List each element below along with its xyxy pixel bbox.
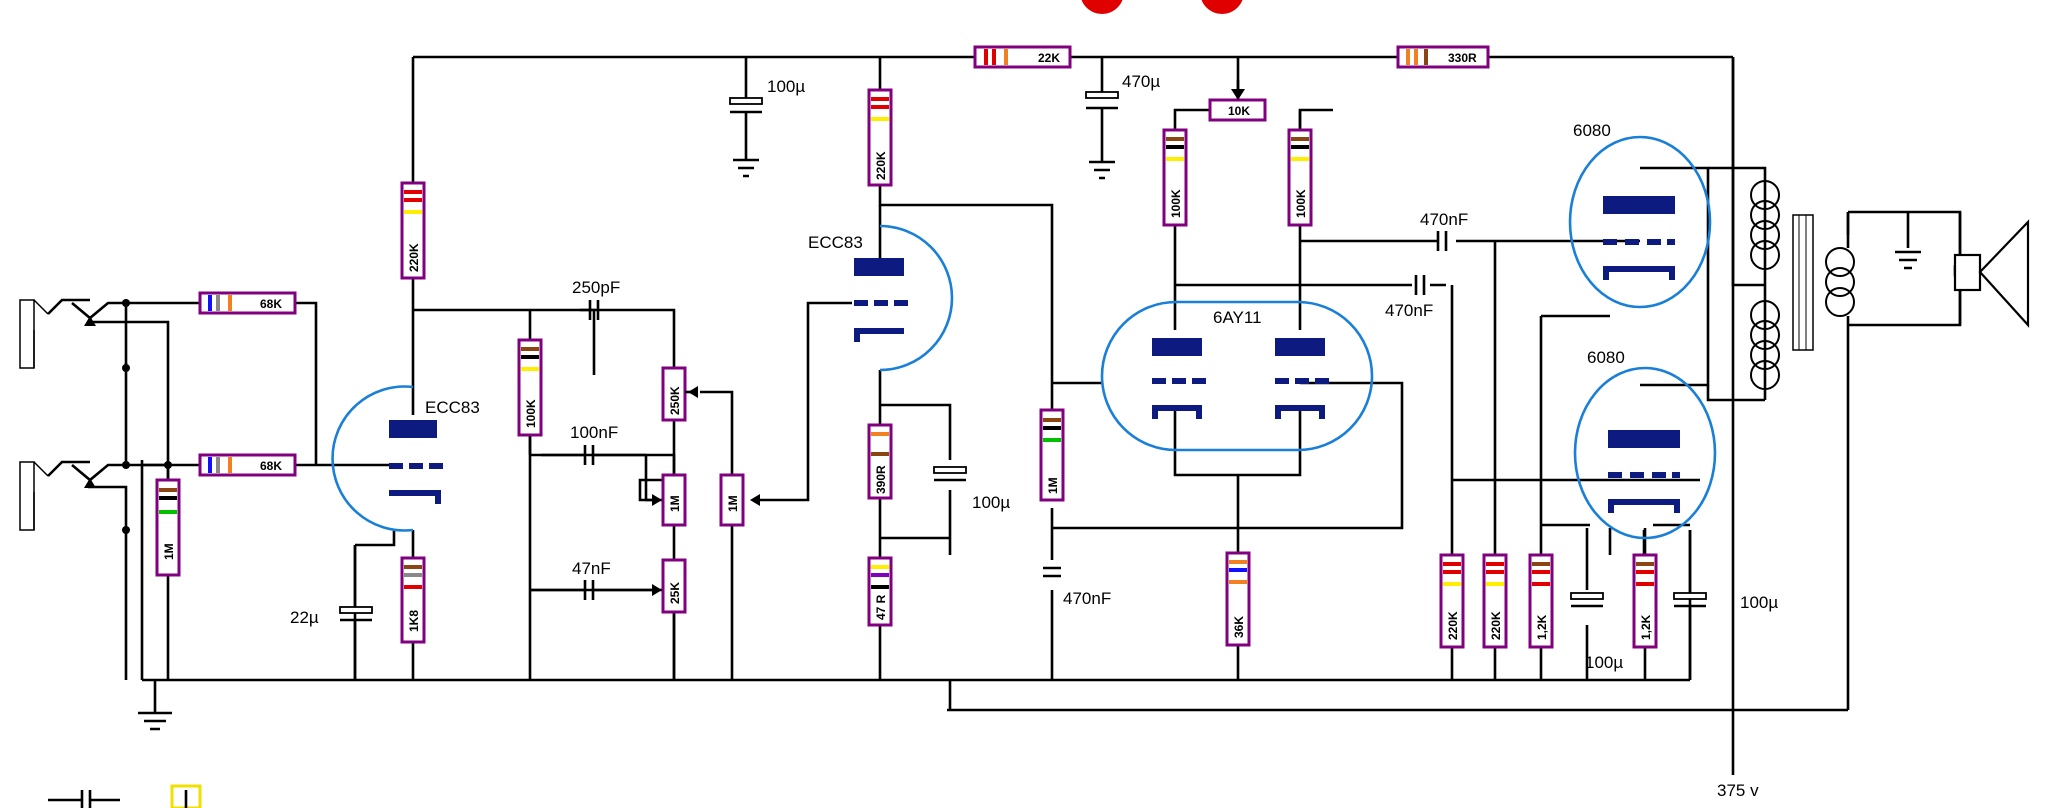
resistor-220k-v1: 220K: [400, 181, 426, 280]
resistor-100k-pi-b: 100K: [1287, 128, 1313, 227]
cap-470u-top: 470µ: [1085, 57, 1160, 180]
resistor-390r: 390R: [867, 423, 893, 500]
resistor-1m-pi-label: 1M: [1046, 477, 1060, 494]
tube-v3-label: 6AY11: [1213, 308, 1262, 327]
resistor-1k8-label: 1K8: [407, 610, 421, 632]
resistor-220k-v2-label: 220K: [874, 151, 888, 180]
resistor-100k-tone: 100K: [517, 338, 543, 437]
cap-47nf-label: 47nF: [572, 559, 611, 578]
resistor-100k-pi-b-label: 100K: [1294, 189, 1308, 218]
resistor-220k-v1-label: 220K: [407, 243, 421, 272]
cap-47nf: 47nF: [530, 559, 652, 600]
resistor-68k-2: 68K: [198, 453, 297, 477]
resistor-22k-label: 22K: [1038, 51, 1060, 65]
legend-capacitor-icon: [48, 790, 120, 808]
tube-v1: ECC83: [331, 385, 480, 532]
resistor-1k8: 1K8: [400, 556, 426, 644]
resistor-68k-1-label: 68K: [260, 297, 282, 311]
resistor-220k-grid-a: 220K: [1439, 553, 1465, 649]
resistor-330r: 330R: [1396, 45, 1490, 69]
cap-100u-bias-a: 100µ: [1570, 592, 1623, 672]
ground-main-icon: [138, 680, 172, 731]
pot-250k: 250K: [661, 366, 698, 422]
resistor-1m-input: 1M: [155, 478, 181, 577]
cap-100u-top: 100µ: [729, 57, 805, 178]
speaker-icon: [1953, 212, 2030, 328]
cap-100u-v2: 100µ: [933, 466, 1010, 512]
resistor-1-2k-a-label: 1,2K: [1535, 614, 1549, 640]
cap-100nf-label: 100nF: [570, 423, 618, 442]
tube-v4: 6080: [1568, 121, 1712, 309]
pot-1m-a-label: 1M: [668, 495, 682, 512]
resistor-1m-input-label: 1M: [162, 543, 176, 560]
cap-470nf-out-a: 470nF: [1420, 210, 1468, 251]
tube-v2: ECC83: [808, 224, 954, 372]
pot-250k-label: 250K: [668, 386, 682, 415]
cap-470nf-out-a-label: 470nF: [1420, 210, 1468, 229]
pot-1m-a: 1M: [644, 455, 687, 527]
cap-100u-top-label: 100µ: [767, 77, 805, 96]
resistor-220k-grid-a-label: 220K: [1446, 611, 1460, 640]
cap-470nf-pi: 470nF: [1043, 566, 1111, 608]
resistor-68k-2-label: 68K: [260, 459, 282, 473]
resistor-100k-tone-label: 100K: [524, 399, 538, 428]
resistor-68k-1: 68K: [198, 291, 297, 315]
tube-v1-label: ECC83: [425, 398, 480, 417]
legend-resistor-icon: [170, 784, 202, 808]
resistor-220k-grid-b: 220K: [1482, 553, 1508, 649]
cap-470u-top-label: 470µ: [1122, 72, 1160, 91]
cap-100u-v2-label: 100µ: [972, 493, 1010, 512]
supply-voltage-label: 375 v: [1717, 781, 1759, 800]
wires: [71, 55, 1980, 775]
red-mark-right: [1201, 0, 1243, 14]
resistor-100k-pi-a: 100K: [1162, 128, 1188, 227]
ground-ot-icon: [1895, 250, 1921, 270]
cap-250pf-label: 250pF: [572, 278, 620, 297]
resistor-220k-grid-b-label: 220K: [1489, 611, 1503, 640]
cap-100u-bias-a-label: 100µ: [1585, 653, 1623, 672]
pot-1m-b-label: 1M: [726, 495, 740, 512]
pot-25k-label: 25K: [668, 582, 682, 604]
pot-10k-label: 10K: [1228, 104, 1250, 118]
tube-v4-label: 6080: [1573, 121, 1611, 140]
cap-100u-bias-b-label: 100µ: [1740, 593, 1778, 612]
resistor-330r-label: 330R: [1448, 51, 1477, 65]
junction-dots: [122, 299, 172, 534]
resistor-47r-label: 47 R: [874, 594, 888, 620]
resistor-1-2k-a: 1,2K: [1528, 553, 1554, 649]
resistor-36k-label: 36K: [1232, 616, 1246, 638]
tube-v2-label: ECC83: [808, 233, 863, 252]
resistor-1m-pi: 1M: [1039, 408, 1065, 502]
resistor-1-2k-b: 1,2K: [1632, 553, 1658, 649]
cap-470nf-pi-label: 470nF: [1063, 589, 1111, 608]
cap-100u-bias-b: 100µ: [1673, 530, 1778, 680]
resistor-220k-v2: 220K: [867, 88, 893, 187]
pot-25k: 25K: [652, 558, 687, 614]
input-jack-1: [19, 298, 96, 369]
cap-22u-label: 22µ: [290, 608, 319, 627]
resistor-390r-label: 390R: [874, 465, 888, 494]
resistor-22k: 22K: [973, 45, 1072, 69]
resistor-47r: 47 R: [867, 556, 893, 627]
tube-v5-label: 6080: [1587, 348, 1625, 367]
resistor-36k: 36K: [1225, 551, 1251, 647]
output-transformer: [1750, 180, 1855, 390]
cap-470nf-out-b: 470nF: [1385, 275, 1433, 320]
cap-470nf-out-b-label: 470nF: [1385, 301, 1433, 320]
cap-250pf: 250pF: [572, 278, 620, 320]
tube-v3: 6AY11: [1100, 300, 1374, 452]
tube-v5: 6080: [1573, 348, 1717, 540]
resistor-1-2k-b-label: 1,2K: [1639, 614, 1653, 640]
cap-100nf: 100nF: [541, 423, 646, 465]
resistor-100k-pi-a-label: 100K: [1169, 189, 1183, 218]
input-jack-2: [19, 460, 96, 531]
pot-1m-b: 1M: [719, 473, 760, 527]
red-mark-left: [1081, 0, 1123, 14]
pot-10k: 10K: [1208, 80, 1267, 122]
cap-22u: 22µ: [290, 545, 373, 680]
